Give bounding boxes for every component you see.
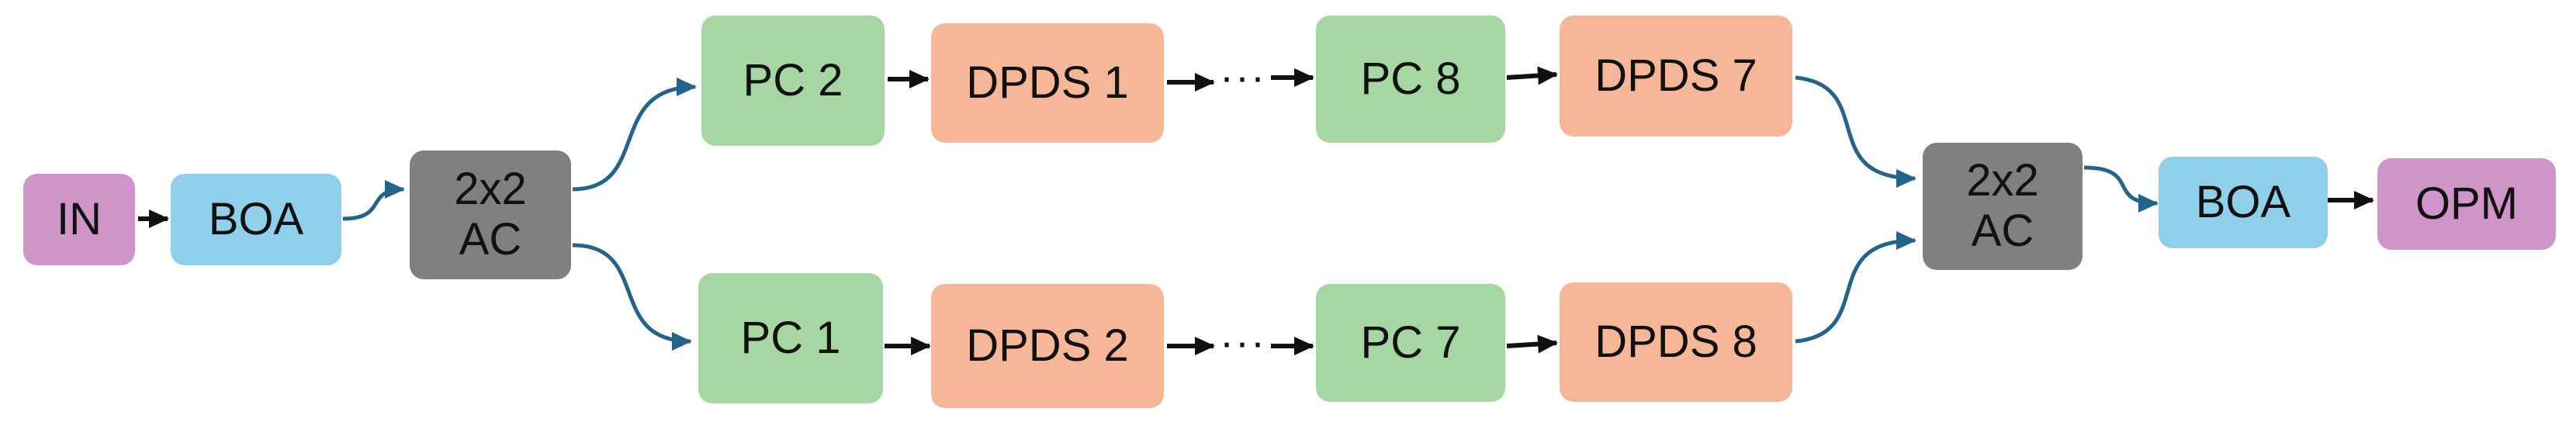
coupler-right-label-line1: 2x2 — [1966, 155, 2039, 206]
booster-amplifier-output-label: BOA — [2195, 176, 2291, 227]
ellipsis-top: ··· — [1220, 54, 1266, 100]
coupler-left-label-line2: AC — [459, 214, 522, 265]
input-node: IN — [23, 174, 135, 265]
optical-power-meter: OPM — [2377, 158, 2556, 250]
fiber-coupler-to-boa — [2083, 165, 2159, 213]
polarization-controller-7: PC 7 — [1316, 284, 1505, 402]
pc8-label: PC 8 — [1360, 53, 1461, 104]
arrow-pc8-to-dpds7 — [1506, 66, 1558, 85]
polarization-controller-2: PC 2 — [701, 16, 885, 146]
pc7-label: PC 7 — [1360, 317, 1461, 368]
coupler-right: 2x2 AC — [1923, 143, 2083, 270]
booster-amplifier-output: BOA — [2159, 157, 2328, 248]
dpds-1: DPDS 1 — [931, 23, 1164, 143]
coupler-right-label-line2: AC — [1971, 206, 2034, 256]
coupler-left-label-line1: 2x2 — [454, 164, 527, 215]
arrow-pc7-to-dpds8 — [1506, 334, 1558, 354]
ellipsis-bottom: ··· — [1220, 319, 1266, 365]
dpds-7: DPDS 7 — [1560, 16, 1792, 137]
pc1-label: PC 1 — [740, 312, 841, 363]
polarization-controller-8: PC 8 — [1316, 16, 1505, 143]
dpds8-label: DPDS 8 — [1594, 316, 1757, 367]
dpds1-label: DPDS 1 — [966, 57, 1129, 108]
dpds2-label: DPDS 2 — [966, 320, 1129, 371]
fiber-coupler-to-pc1 — [572, 243, 692, 351]
booster-amplifier-input: BOA — [171, 174, 341, 265]
coupler-left: 2x2 AC — [410, 151, 571, 279]
pc2-label: PC 2 — [743, 54, 843, 106]
input-node-label: IN — [57, 193, 102, 244]
fiber-dpds8-to-coupler — [1795, 231, 1916, 344]
optical-power-meter-label: OPM — [2415, 178, 2519, 229]
dpds-8: DPDS 8 — [1560, 282, 1792, 402]
fiber-boa-to-coupler — [342, 180, 405, 221]
dpds-2: DPDS 2 — [931, 284, 1164, 408]
polarization-controller-1: PC 1 — [698, 273, 883, 403]
dpds7-label: DPDS 7 — [1594, 50, 1757, 101]
booster-amplifier-input-label: BOA — [208, 193, 304, 244]
fiber-coupler-to-pc2 — [572, 78, 697, 192]
fiber-dpds7-to-coupler — [1795, 75, 1916, 188]
